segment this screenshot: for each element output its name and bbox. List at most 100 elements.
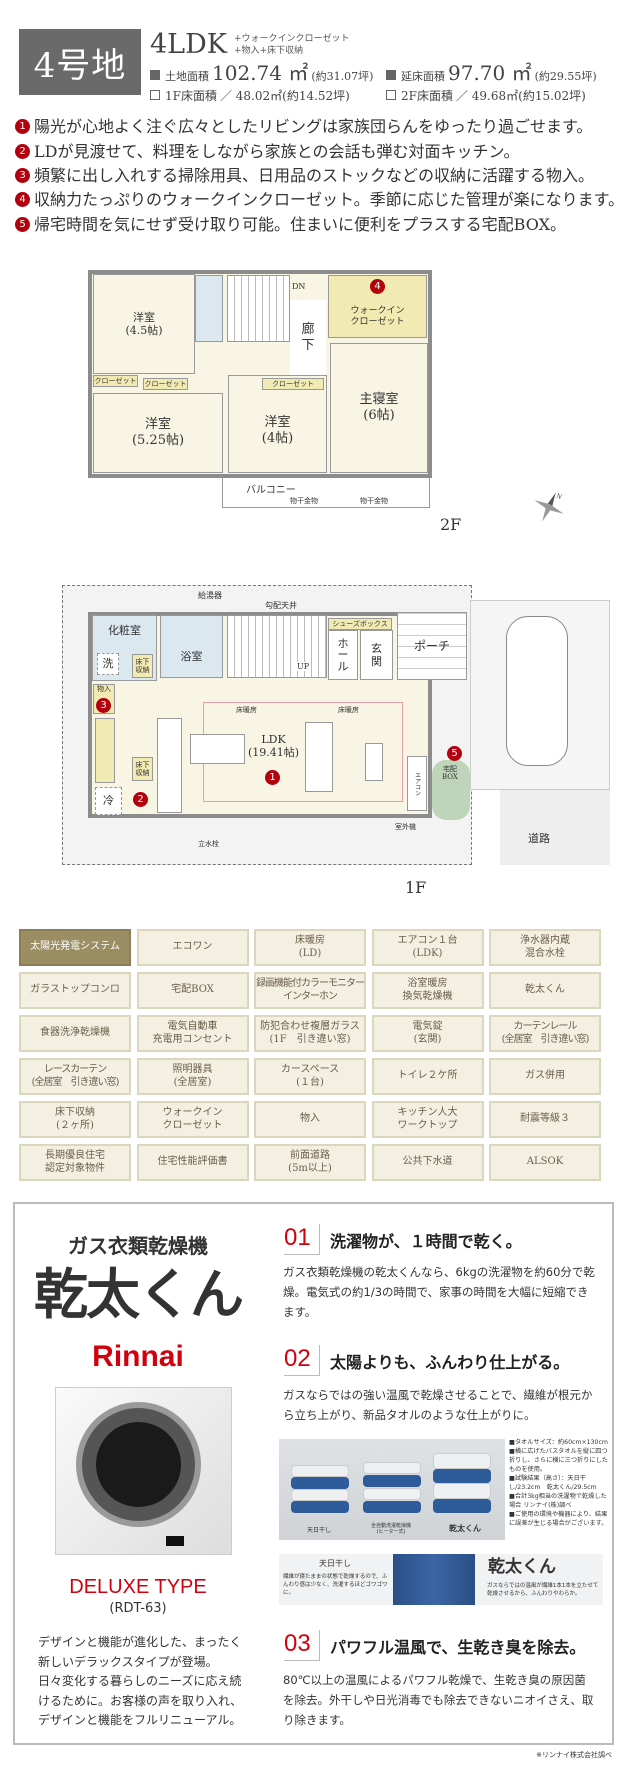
product-subtitle: ガス衣類乾燥機 [68, 1234, 208, 1258]
product-type: DELUXE TYPE [69, 1576, 207, 1598]
hanger-label: 物干金物 [290, 497, 318, 505]
number-badge: 1 [15, 119, 30, 134]
number-badge: 2 [133, 792, 148, 807]
layout-extra: +ウォークインクローゼット [234, 34, 350, 44]
room-western-4: 洋室 (4帖) [228, 375, 327, 473]
water-heater-label: 給湯器 [198, 591, 222, 600]
value: ／ 49.68㎡(約15.02坪) [455, 89, 586, 103]
point-body: ガス衣類乾燥機の乾太くんなら、6kgの洗濯物を約60分で乾燥。電気式の約1/3の… [283, 1265, 595, 1319]
bathroom: 浴室 [160, 615, 223, 678]
point-body: ガスならではの強い温風で乾燥させることで、繊維が根元から立ち上がり、新品タオルの… [283, 1388, 593, 1422]
footnote: ※リンナイ株式会社調べ [536, 1751, 612, 1759]
delivery-box-label: 宅配 BOX [442, 765, 458, 781]
value: 102.74 ㎡ [212, 61, 309, 85]
feature-cell: キッチン人大 ワークトップ [371, 1101, 484, 1138]
feature-cell: エコワン [136, 929, 249, 966]
highlight-text: 頻繁に出し入れする掃除用具、日用品のストックなどの収納に活躍する物入。 [34, 166, 595, 185]
feature-cell: 太陽光発電システム [19, 929, 131, 966]
towel-comparison-image: 天日干し 全自動洗濯乾燥機 (ヒーター式) 乾太くん [279, 1439, 505, 1540]
feature-cell: 公共下水道 [371, 1144, 484, 1181]
dryer-image [55, 1387, 232, 1555]
outdoor-unit-label: 室外機 [395, 823, 416, 831]
balcony [222, 478, 430, 508]
feature-cell: 宅配BOX [136, 972, 249, 1009]
floor-label-2f: 2F [440, 515, 462, 534]
walk-in-closet: ウォークイン クローゼット [328, 275, 427, 338]
feature-cell: カースペース (１台) [254, 1058, 366, 1095]
washer: 洗 [97, 653, 119, 675]
value: 97.70 ㎡ [448, 61, 532, 85]
feature-cell: 浴室暖房 換気乾燥機 [371, 972, 484, 1009]
feature-cell: エアコン１台 (LDK) [371, 929, 484, 966]
master-bedroom: 主寝室 (6帖) [330, 343, 428, 473]
feature-cell: ウォークイン クローゼット [136, 1101, 249, 1138]
tsubo: (約31.07坪) [311, 70, 374, 83]
coffee-table [365, 743, 383, 781]
point-title: パワフル温風で、生乾き臭を除去。 [330, 1637, 586, 1657]
down-label: DN [292, 282, 306, 291]
compare-title: 天日干し [319, 1559, 351, 1568]
garden-plants [432, 760, 470, 820]
description-line: デザインと機能が進化した、まったく [38, 1635, 242, 1649]
label: 2F床面積 [401, 89, 453, 103]
point-title: 太陽よりも、ふんわり仕上がる。 [330, 1352, 570, 1372]
feature-cell: 浄水器内蔵 混合水栓 [489, 929, 601, 966]
description-line: デザインと機能をフルリニューアル。 [38, 1713, 242, 1727]
feature-cell: 長期優良住宅 認定対象物件 [19, 1144, 131, 1181]
slope-ceiling-label: 勾配天井 [265, 601, 297, 610]
car-icon [506, 616, 568, 766]
towel-label: 天日干し [307, 1527, 332, 1534]
closet: クローゼット [262, 378, 324, 390]
hanger-label: 物干金物 [360, 497, 388, 505]
description-line: 新しいデラックスタイプが登場。 [38, 1654, 218, 1669]
lot-number-title: 4号地 [19, 29, 141, 95]
ldk-label: LDK (19.41帖) [248, 733, 300, 759]
feature-cell: 録画機能付カラーモニター インターホン [254, 972, 366, 1009]
car-space [470, 600, 610, 790]
feature-cell: 床下収納 (２ヶ所) [19, 1101, 131, 1138]
faucet-label: 立水栓 [198, 840, 219, 848]
towel-label: 乾太くん [449, 1524, 481, 1533]
filled-square-icon [150, 70, 160, 80]
filled-square-icon [386, 70, 396, 80]
stairs [227, 615, 327, 678]
hall: ホ ー ル [328, 630, 358, 680]
product-name: 乾太くん [34, 1263, 244, 1326]
2f-area: 2F床面積／ 49.68㎡(約15.02坪) [386, 90, 586, 102]
highlight-item: 1 陽光が心地よく注ぐ広々としたリビングは家族団らんをゆったり過ごせます。 [15, 117, 592, 136]
label: 土地面積 [165, 70, 209, 83]
road [500, 790, 610, 865]
highlight-text: 帰宅時間を気にせず受け取り可能。住まいに便利をプラスする宅配BOX。 [34, 215, 566, 234]
underfloor-storage: 床下 収納 [132, 757, 153, 781]
feature-cell: 床暖房 (LD) [254, 929, 366, 966]
up-label: UP [297, 662, 310, 671]
floor-label-1f: 1F [405, 878, 427, 897]
label: 延床面積 [401, 70, 445, 83]
closet: クローゼット [143, 378, 188, 390]
road-label: 道路 [528, 832, 550, 845]
towel-closeup-image [393, 1554, 475, 1605]
land-area: 土地面積 102.74 ㎡(約31.07坪) [150, 63, 373, 83]
svg-text:N: N [555, 492, 563, 501]
feature-cell: カーテンレール (全居室 引き違い窓) [489, 1015, 601, 1052]
description-line: けるために。お客様の声を取り入れ、 [38, 1693, 243, 1708]
closet: クローゼット [93, 375, 138, 387]
point-number: 03 [284, 1630, 320, 1661]
point-body: 80℃以上の温風によるパワフル乾燥で、生乾き臭の原因菌を除去。外干しや日光消毒で… [283, 1673, 594, 1727]
kitchen-counter [157, 718, 182, 813]
aircon: エアコン [407, 756, 427, 811]
stairs [227, 275, 290, 342]
point-03: 03 パワフル温風で、生乾き臭を除去。 [284, 1630, 585, 1661]
number-badge: 3 [96, 698, 111, 713]
floor-heating-label: 床暖房 [236, 706, 257, 714]
empty-square-icon [150, 90, 160, 100]
highlight-text: 陽光が心地よく注ぐ広々としたリビングは家族団らんをゆったり過ごせます。 [34, 117, 593, 136]
feature-cell: 電気自動車 充電用コンセント [136, 1015, 249, 1052]
point-number: 02 [284, 1345, 320, 1376]
feature-cell: 住宅性能評価書 [136, 1144, 249, 1181]
feature-cell: 食器洗浄乾燥機 [19, 1015, 131, 1052]
